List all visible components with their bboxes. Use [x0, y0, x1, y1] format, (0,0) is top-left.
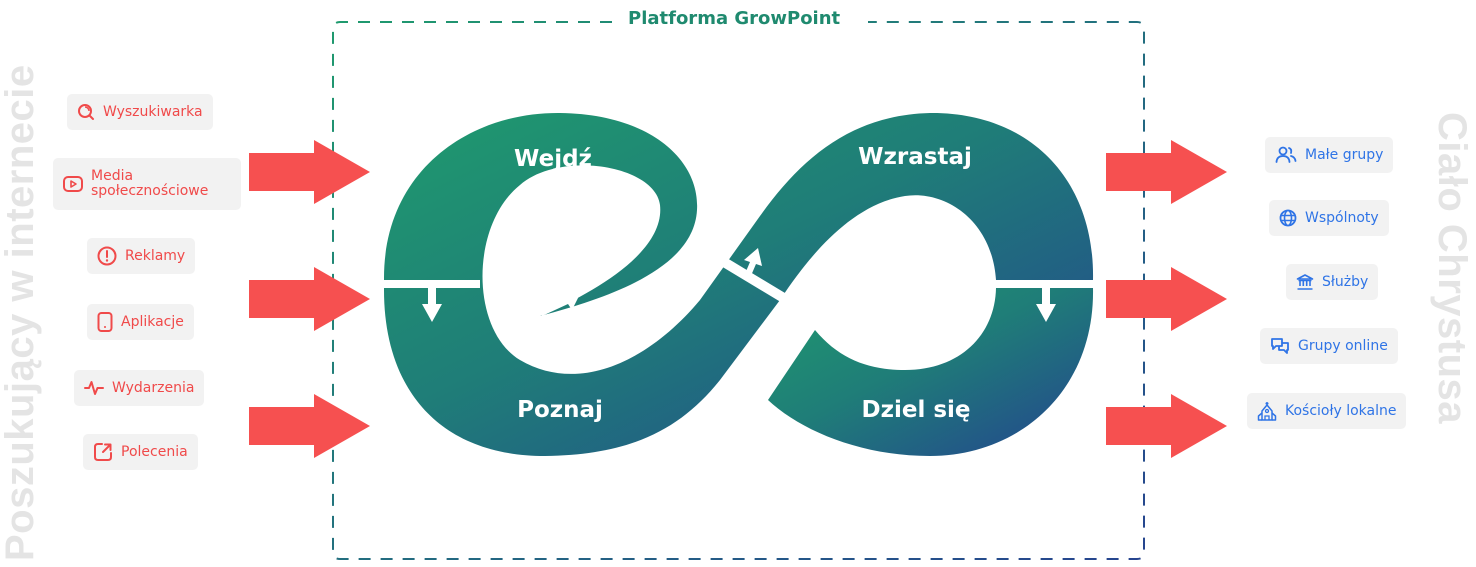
arrow-grow-up: [744, 248, 762, 278]
destination-item-ministries[interactable]: Służby: [1286, 264, 1379, 300]
source-item-referrals[interactable]: Polecenia: [83, 434, 198, 470]
incoming-arrows: [249, 140, 370, 458]
search-icon: [78, 104, 94, 120]
destination-item-local-churches[interactable]: Kościoły lokalne: [1247, 393, 1407, 429]
source-item-label: Polecenia: [121, 443, 188, 460]
source-item-events[interactable]: Wydarzenia: [74, 370, 205, 406]
smartphone-icon: [97, 312, 113, 332]
platform-border: [332, 21, 1145, 560]
outgoing-arrow-3: [1106, 394, 1227, 458]
infinity-loop: [380, 112, 1100, 456]
outgoing-arrow-1: [1106, 140, 1227, 204]
source-item-label: Wyszukiwarka: [103, 103, 203, 120]
source-item-label: Aplikacje: [121, 313, 184, 330]
left-loop: [384, 112, 1094, 456]
platform-title: Platforma GrowPoint: [622, 8, 847, 29]
destination-item-label: Małe grupy: [1305, 146, 1384, 163]
incoming-arrow-3: [249, 394, 370, 458]
outgoing-arrows: [1106, 140, 1227, 458]
bank-building-icon: [1296, 274, 1314, 290]
flow-arrows-inner: [422, 248, 1056, 360]
separator-right: [990, 280, 1100, 288]
stage-label-enter: Wejdź: [514, 146, 592, 172]
destination-item-communities[interactable]: Wspólnoty: [1269, 200, 1389, 236]
destination-item-label: Grupy online: [1298, 337, 1388, 354]
right-loop-lower: [768, 288, 1094, 456]
source-item-apps[interactable]: Aplikacje: [87, 304, 194, 340]
arrow-share-1: [760, 336, 784, 360]
external-link-icon: [94, 443, 112, 461]
destination-item-label: Służby: [1322, 273, 1369, 290]
globe-icon: [1279, 209, 1297, 227]
activity-pulse-icon: [84, 381, 104, 395]
arrow-e-tail: [540, 290, 582, 316]
stage-label-share: Dziel się: [861, 397, 971, 423]
destination-item-label: Kościoły lokalne: [1285, 402, 1397, 419]
stage-label-know: Poznaj: [517, 397, 603, 423]
arrow-down-right: [1036, 288, 1056, 322]
arrow-share-3: [792, 304, 816, 328]
source-item-social-media[interactable]: Media społecznościowe: [53, 158, 241, 210]
stage-label-grow: Wzrastaj: [858, 144, 972, 170]
users-icon: [1275, 146, 1297, 163]
destination-item-online-groups[interactable]: Grupy online: [1260, 328, 1398, 364]
chat-bubbles-icon: [1271, 338, 1289, 354]
church-icon: [1257, 402, 1277, 421]
destination-item-label: Wspólnoty: [1305, 209, 1379, 226]
video-play-icon: [63, 176, 83, 192]
source-item-label: Media społecznościowe: [91, 168, 209, 199]
source-item-label: Wydarzenia: [112, 379, 195, 396]
source-item-search[interactable]: Wyszukiwarka: [67, 94, 213, 130]
destination-item-small-groups[interactable]: Małe grupy: [1265, 137, 1394, 173]
arrow-down-left: [422, 288, 442, 322]
source-item-ads[interactable]: Reklamy: [87, 238, 196, 274]
source-item-label: Reklamy: [125, 247, 186, 264]
arrow-share-2: [776, 320, 800, 344]
outgoing-arrow-2: [1106, 267, 1227, 331]
incoming-arrow-2: [249, 267, 370, 331]
separator-left: [380, 280, 480, 288]
incoming-arrow-1: [249, 140, 370, 204]
alert-circle-icon: [97, 246, 117, 266]
